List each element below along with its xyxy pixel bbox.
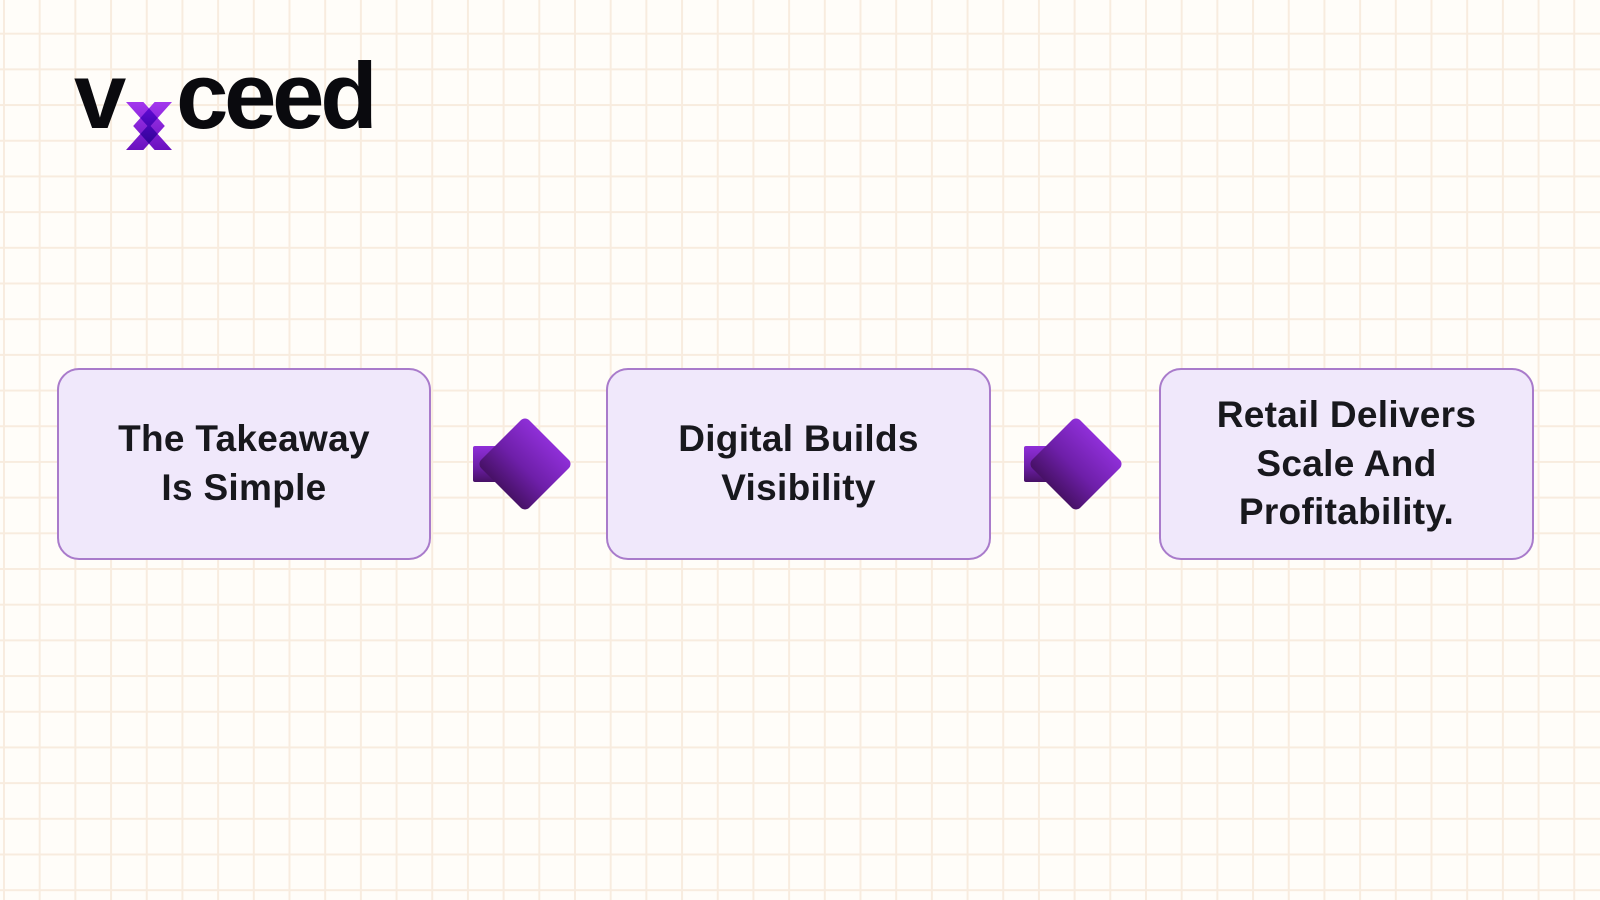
arrow-right-icon [1024,418,1122,510]
flow-step-label: Retail Delivers Scale And Profitability. [1216,393,1477,533]
flow-step-retail: Retail Delivers Scale And Profitability. [1159,368,1534,560]
arrow-right-icon [473,418,571,510]
flow-step-digital: Digital Builds Visibility [606,368,991,560]
flow-step-takeaway: The Takeaway Is Simple [57,368,431,560]
logo-text-v: v [74,43,126,148]
flow-step-label: Digital Builds Visibility [678,418,919,508]
vxceed-x-icon [126,102,173,150]
logo-text-ceed: ceed [176,43,378,148]
flow-step-label: The Takeaway Is Simple [118,418,370,508]
brand-logo: v ceed [74,42,378,150]
